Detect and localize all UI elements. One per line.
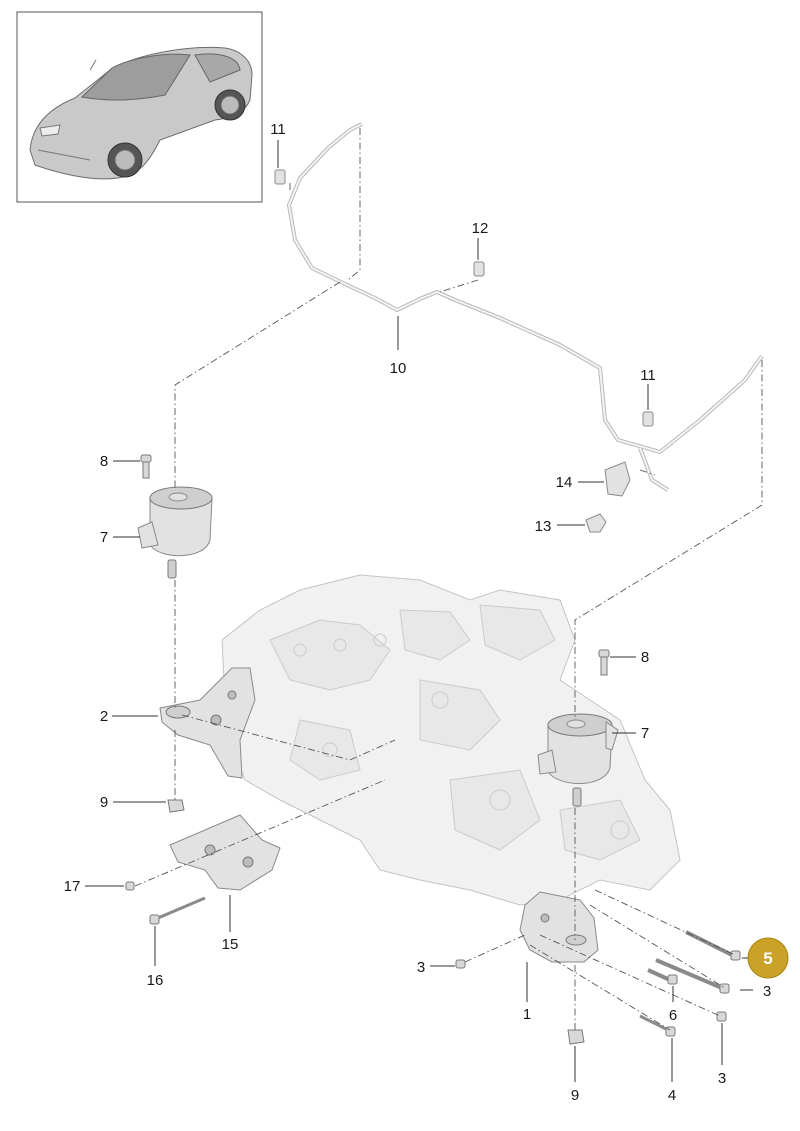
leader-lines bbox=[85, 140, 755, 1082]
callout-17: 17 bbox=[64, 878, 81, 895]
engine-mount-left bbox=[137, 486, 213, 579]
bolt-16 bbox=[149, 896, 206, 925]
callout-2: 2 bbox=[100, 708, 108, 725]
assembly-lines bbox=[134, 128, 763, 1031]
callout-13: 13 bbox=[535, 518, 552, 535]
callout-7: 7 bbox=[641, 725, 649, 742]
hose-line-10 bbox=[287, 122, 764, 492]
clip-11-right bbox=[642, 411, 654, 427]
callout-11: 11 bbox=[640, 367, 656, 384]
bolt-8-right bbox=[598, 649, 610, 676]
sports-car-icon bbox=[29, 46, 253, 180]
bracket-14 bbox=[604, 461, 631, 497]
callout-1: 1 bbox=[523, 1006, 531, 1023]
callout-9: 9 bbox=[571, 1087, 579, 1104]
bolt-17 bbox=[125, 881, 135, 891]
nut-9-left bbox=[167, 799, 185, 813]
bolt-5 bbox=[685, 930, 741, 961]
callout-labels: 11 12 10 11 8 7 14 13 8 7 2 9 17 15 16 3… bbox=[64, 121, 772, 1104]
engine-transmission-block bbox=[221, 574, 681, 906]
callout-11: 11 bbox=[270, 121, 286, 138]
callout-15: 15 bbox=[222, 936, 239, 953]
bracket-15 bbox=[169, 814, 281, 891]
highlighted-callout-label: 5 bbox=[763, 949, 772, 968]
clip-12 bbox=[473, 261, 485, 277]
bolt-3-left bbox=[455, 959, 466, 969]
clamp-13 bbox=[585, 513, 607, 533]
callout-10: 10 bbox=[390, 360, 407, 377]
callout-3: 3 bbox=[417, 959, 425, 976]
callout-4: 4 bbox=[668, 1087, 676, 1104]
callout-16: 16 bbox=[147, 972, 164, 989]
bracket-1 bbox=[519, 891, 599, 963]
bolt-3-right bbox=[716, 1011, 727, 1022]
engine-mount-right bbox=[537, 713, 619, 807]
vehicle-thumbnail bbox=[16, 11, 263, 203]
callout-6: 6 bbox=[669, 1007, 677, 1024]
callout-7: 7 bbox=[100, 529, 108, 546]
callout-8: 8 bbox=[100, 453, 108, 470]
bolt-6 bbox=[647, 968, 678, 985]
highlighted-callout-5[interactable]: 5 bbox=[747, 937, 789, 979]
nut-9-bottom bbox=[567, 1029, 585, 1045]
callout-3: 3 bbox=[763, 983, 771, 1000]
bracket-2 bbox=[159, 667, 256, 779]
callout-14: 14 bbox=[556, 474, 573, 491]
callout-9: 9 bbox=[100, 794, 108, 811]
callout-8: 8 bbox=[641, 649, 649, 666]
bolt-8-left bbox=[140, 454, 152, 479]
callout-3: 3 bbox=[718, 1070, 726, 1087]
callout-12: 12 bbox=[472, 220, 489, 237]
clip-11-top bbox=[274, 169, 286, 185]
